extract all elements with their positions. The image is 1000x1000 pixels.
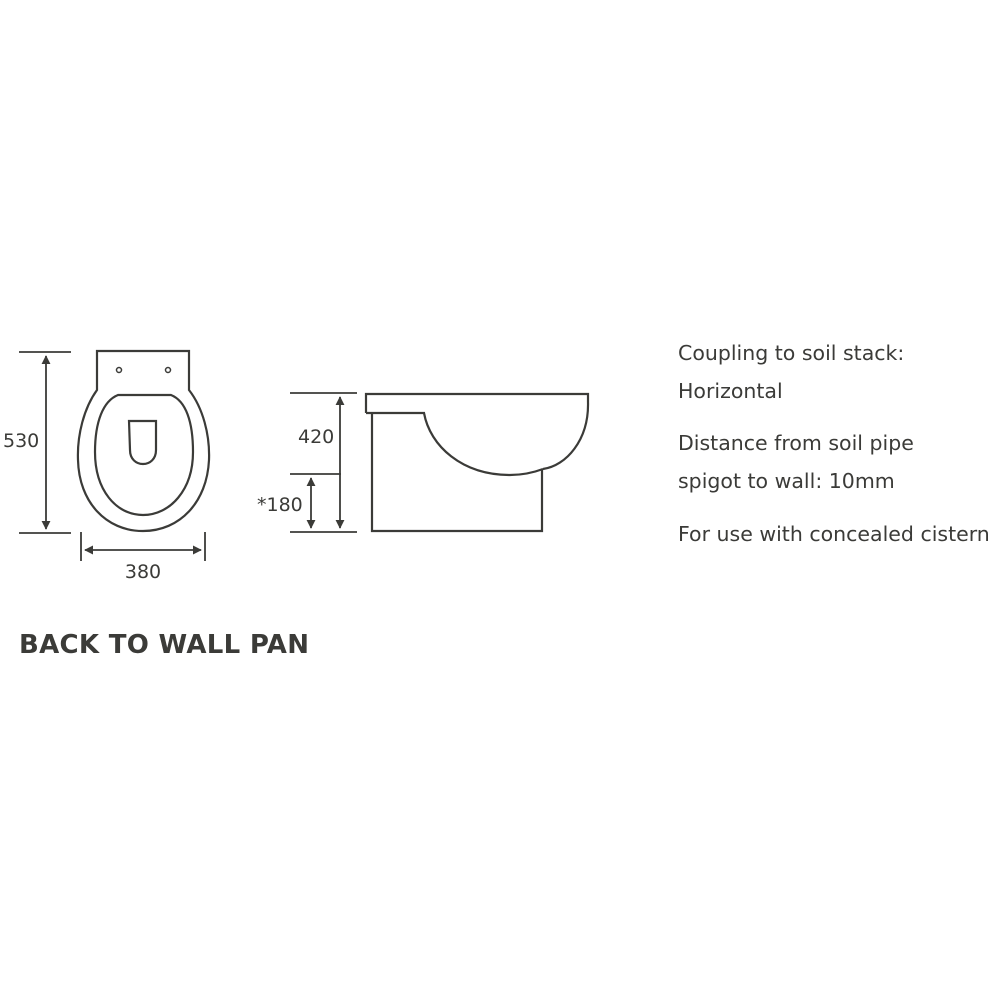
bowl-underside (366, 411, 544, 477)
side-view (364, 392, 590, 533)
height-label: 530 (3, 430, 39, 452)
pan-body-side (370, 413, 544, 533)
spec-distance-line1: Distance from soil pipe (678, 431, 914, 455)
top-view (76, 349, 211, 533)
spec-coupling-value: Horizontal (678, 379, 783, 403)
spec-distance-line2: spigot to wall: 10mm (678, 469, 895, 493)
dimension-lines-side (290, 392, 357, 533)
dimension-lines-top (19, 351, 206, 561)
pan-outline-top (76, 349, 211, 533)
fixing-hole-right (164, 366, 172, 374)
width-label: 380 (125, 561, 161, 583)
seat-outline (93, 393, 195, 517)
bowl-opening (127, 419, 158, 466)
pan-rim-side (364, 392, 590, 471)
spec-cistern: For use with concealed cistern (678, 522, 990, 546)
outlet-height-label: *180 (257, 494, 303, 516)
product-title: BACK TO WALL PAN (19, 630, 310, 660)
fixing-hole-left (115, 366, 123, 374)
seat-height-label: 420 (298, 426, 334, 448)
spec-coupling-label: Coupling to soil stack: (678, 341, 905, 365)
